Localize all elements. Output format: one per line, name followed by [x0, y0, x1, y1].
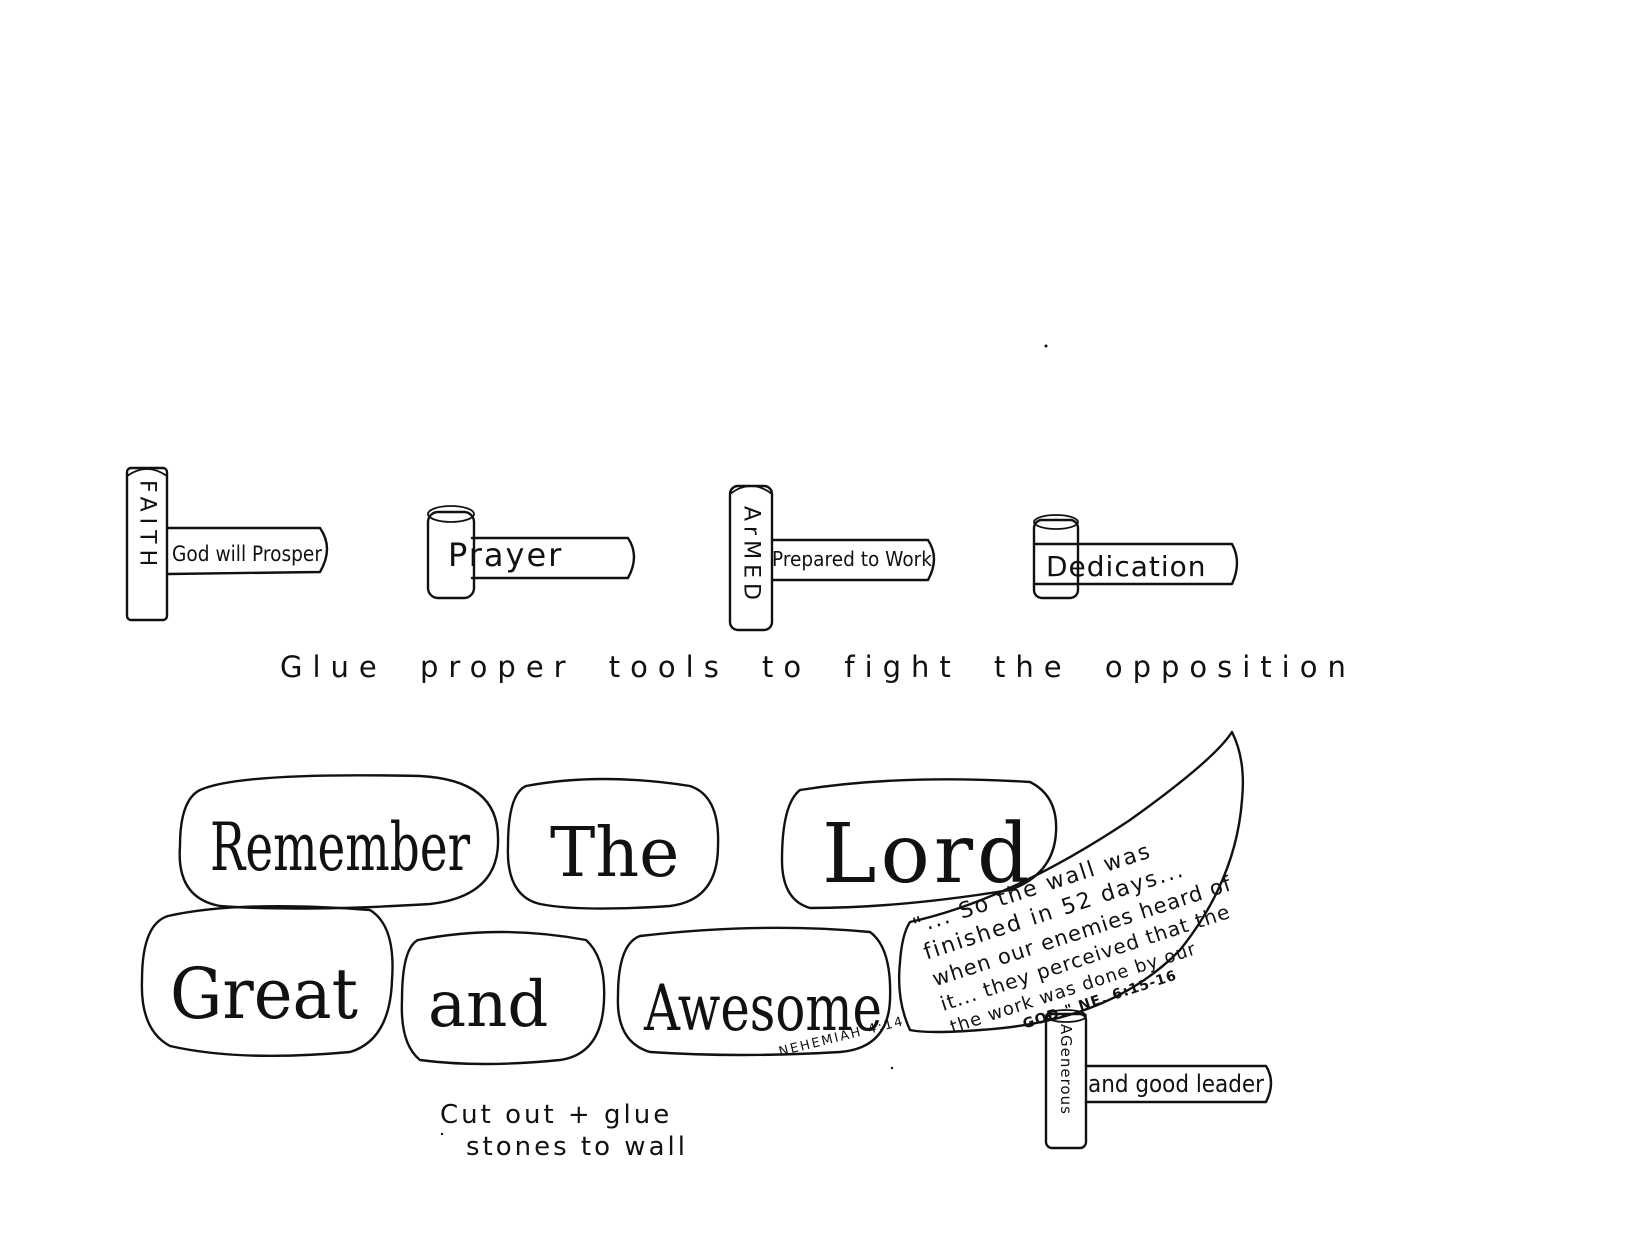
generous-head-label: and good leader — [1088, 1070, 1264, 1098]
stone-the-label: The — [550, 814, 679, 893]
stone-great[interactable]: Great — [140, 904, 394, 1058]
stone-great-label: Great — [170, 953, 358, 1035]
tool-faith[interactable]: FAITH God will Prosper — [125, 466, 329, 622]
stray-dot — [1044, 344, 1048, 348]
tools-instruction: Glue proper tools to fight the oppositio… — [280, 650, 1356, 684]
stone-lord[interactable]: Lord — [780, 778, 1058, 910]
prayer-head-label: Prayer — [448, 536, 563, 574]
tool-generous[interactable]: AGenerous and good leader — [1044, 1009, 1273, 1150]
stone-the[interactable]: The — [506, 777, 720, 910]
armed-head-label: Prepared to Work — [772, 547, 932, 571]
stone-lord-label: Lord — [822, 807, 1034, 902]
tool-dedication[interactable]: Dedication — [1032, 514, 1239, 600]
generous-handle-label: AGenerous — [1057, 1024, 1075, 1115]
prayer-handle — [426, 510, 476, 600]
stones-instruction-line-1: Cut out + glue — [440, 1100, 673, 1130]
stone-awesome-label: Awesome — [643, 972, 882, 1046]
faith-handle-label: FAITH — [135, 480, 160, 572]
stone-and-label: and — [428, 968, 548, 1042]
stray-dot — [890, 1066, 894, 1070]
generous-handle — [1044, 1012, 1088, 1150]
stone-remember-label: Remember — [210, 809, 470, 886]
stone-remember[interactable]: Remember — [178, 774, 500, 910]
faith-handle — [125, 466, 169, 622]
dedication-head-label: Dedication — [1046, 550, 1207, 583]
tool-armed[interactable]: ArMED Prepared to Work — [728, 484, 936, 632]
armed-handle-label: ArMED — [739, 506, 764, 605]
faith-head-label: God will Prosper — [172, 542, 322, 566]
stone-awesome[interactable]: Awesome NEHEMIAH 4:14 — [616, 926, 906, 1060]
stray-dot — [440, 1132, 444, 1136]
stone-and[interactable]: and — [400, 930, 606, 1066]
tool-prayer[interactable]: Prayer — [426, 505, 636, 600]
dedication-handle — [1032, 518, 1080, 600]
stones-instruction-line-2: stones to wall — [466, 1132, 688, 1162]
